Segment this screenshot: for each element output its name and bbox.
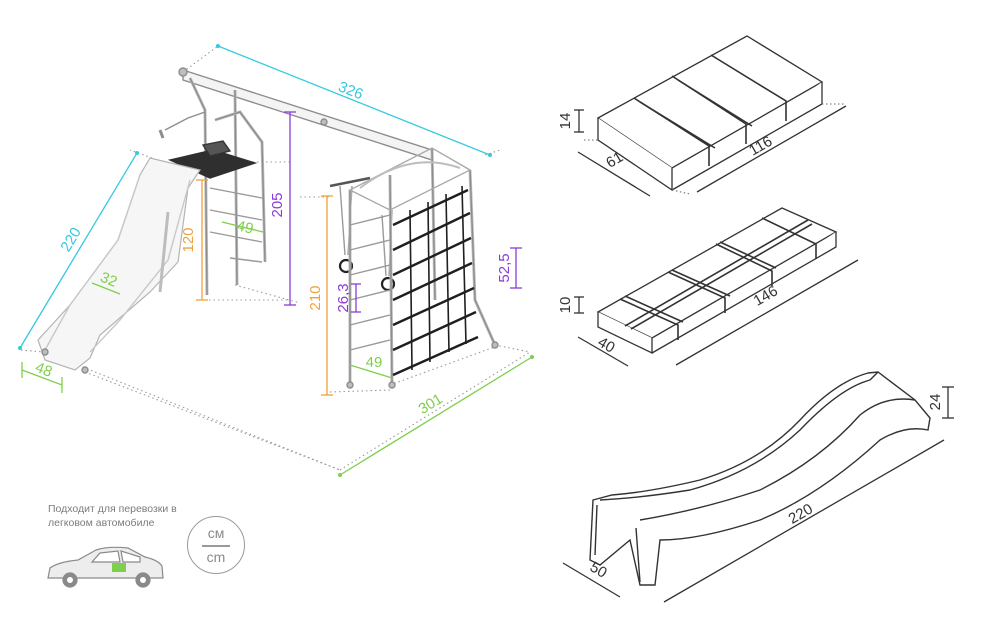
dim-net-offset: 52,5 [496, 253, 513, 282]
box2-width: 40 [595, 334, 618, 357]
ground-guides [19, 45, 531, 471]
dim-platform-height: 120 [180, 227, 197, 252]
dim-platform-step: 49 [235, 217, 255, 237]
dim-line-slide-length [19, 152, 138, 349]
slide-pkg-width: 50 [587, 559, 610, 582]
dimension-lines [18, 44, 534, 477]
dim-footprint: 301 [416, 390, 446, 418]
play-set-drawing [19, 45, 531, 471]
dim-frame-height: 205 [269, 192, 286, 217]
dim-line-footprint [339, 356, 533, 476]
dim-line-slide-width [91, 282, 121, 295]
dim-base-width: 48 [33, 359, 55, 381]
dim-line-length [217, 45, 491, 156]
unit-ru: см [207, 525, 225, 541]
dim-net-width: 49 [366, 354, 383, 371]
climbing-net [392, 185, 479, 377]
package-box-1 [574, 35, 847, 197]
gym-ring [338, 258, 354, 274]
dim-slide-width: 32 [98, 269, 120, 291]
box1-width: 61 [603, 149, 626, 172]
slide-package [589, 371, 931, 586]
unit-en: cm [206, 549, 226, 565]
slide [37, 157, 201, 371]
dim-rings-height: 210 [307, 285, 324, 310]
dim-length: 326 [336, 78, 366, 103]
box1-height: 14 [557, 113, 574, 130]
units-badge: см cm [187, 516, 245, 574]
dim-slide-length: 220 [57, 225, 84, 255]
climbing-net-frame [348, 147, 497, 386]
car-icon [47, 546, 164, 588]
box2-height: 10 [557, 297, 574, 314]
package-box-2 [574, 207, 859, 367]
car-transport-note: Подходит для перевозки в легковом автомо… [48, 503, 177, 529]
slide-pkg-height: 24 [927, 394, 944, 411]
dim-line-base-width [21, 369, 63, 386]
unit-divider [202, 545, 230, 547]
slide-package-dims [562, 386, 954, 603]
dim-line-net-width [349, 364, 393, 379]
dim-rings-gap: 26,3 [335, 283, 352, 312]
dim-line-platform-step [221, 221, 264, 233]
